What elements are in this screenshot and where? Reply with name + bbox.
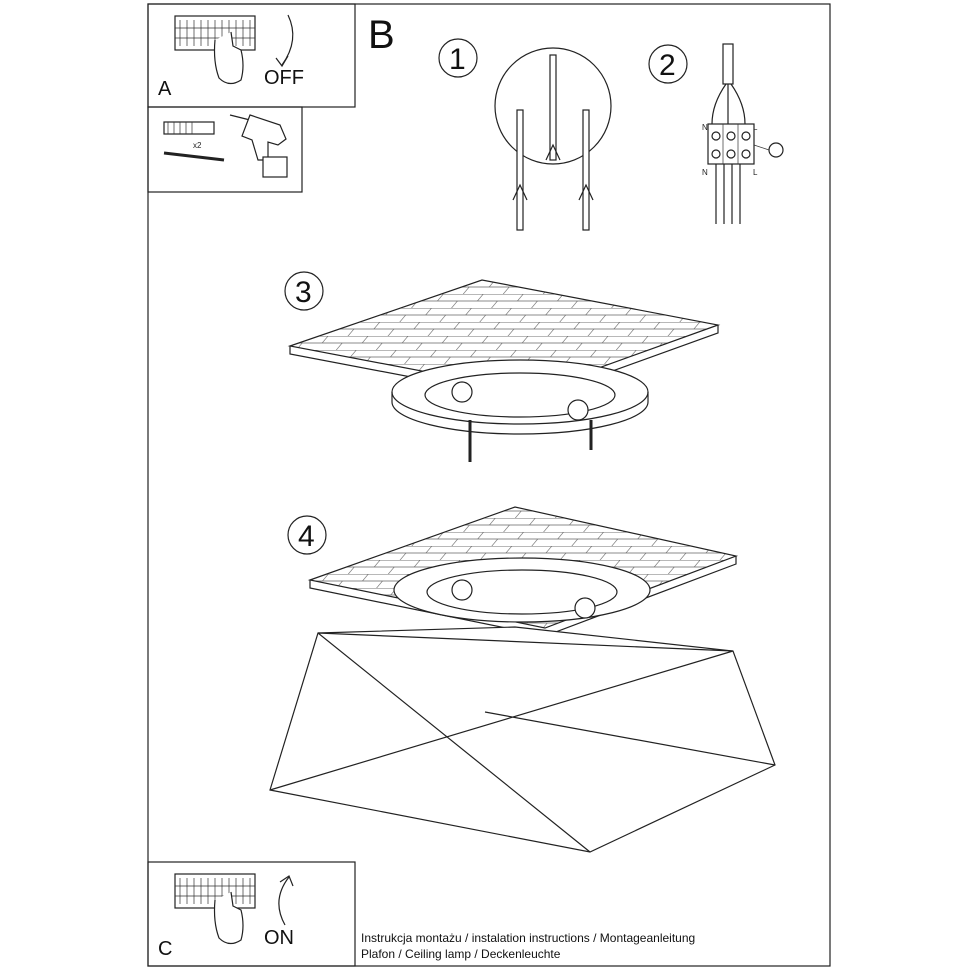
step-3: 3 [284,271,721,462]
step-1-number: 1 [449,43,466,76]
wire-label-n-bottom: N [702,168,708,177]
step-2: 2 N L N L [648,43,784,224]
terminal-icon [567,399,589,421]
step-4-number: 4 [298,520,315,553]
step-2-number: 2 [659,49,676,82]
wall-plug-icon [163,121,215,135]
drill-icon [229,114,288,178]
terminal-icon [574,597,596,619]
cable-icon [722,43,734,85]
mounting-plate [391,359,649,425]
panel-a-label: A [158,78,172,100]
lampshade [269,626,776,853]
off-label: OFF [264,67,304,89]
wire-label-n-top: N [702,123,708,132]
screw-icon [163,151,225,162]
lamp-socket-icon [451,381,473,403]
hand-icon [213,891,244,945]
panel-tools: x2 [147,106,303,193]
wire-label-l-top: L [753,123,758,132]
panel-b-label: B [368,13,395,57]
arrow-up-icon [278,876,290,926]
on-label: ON [264,927,294,949]
lamp-socket-icon [451,579,473,601]
step-3-number: 3 [295,276,312,309]
footer-instructions: Instrukcja montażu / instalation instruc… [361,931,695,945]
hand-icon [213,31,244,85]
screw-anchor-icon [512,54,594,231]
panel-c-power-on: C ON [147,861,356,967]
panel-a-power-off: A OFF [147,3,356,108]
panel-c-label: C [158,938,172,960]
detail-circle [494,47,612,165]
wire-label-l-bottom: L [753,168,758,177]
quantity-label: x2 [193,141,202,150]
step-4: 4 [269,506,776,853]
mounting-plate [393,557,651,623]
step-1: 1 [438,38,612,231]
page-frame [147,3,831,967]
footer-product: Plafon / Ceiling lamp / Deckenleuchte [361,947,561,961]
ground-icon [768,142,784,158]
terminal-block-icon [707,123,755,165]
